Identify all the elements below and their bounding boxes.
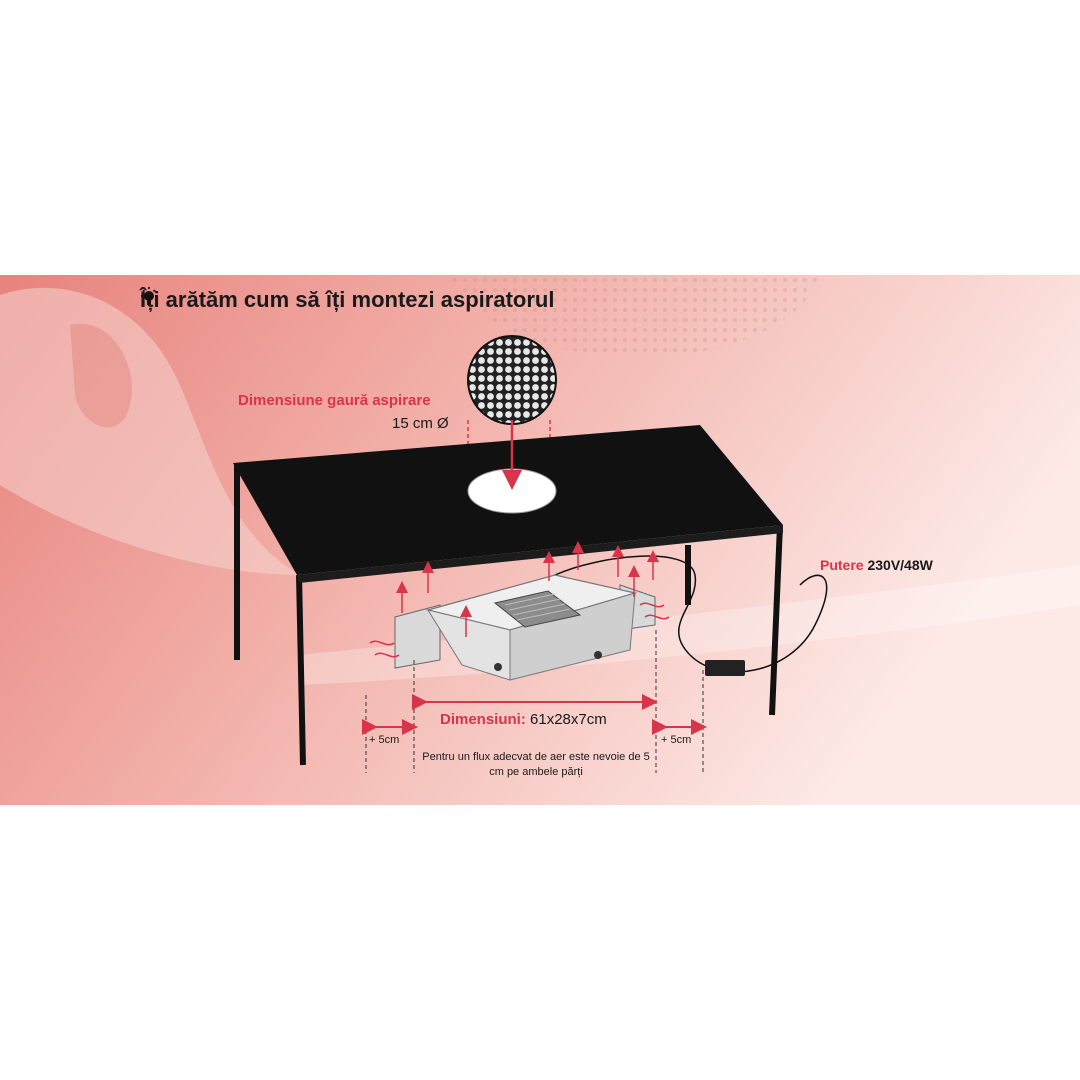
- dimensions-value: 61x28x7cm: [530, 711, 607, 728]
- dimensions-label: Dimensiuni:: [440, 711, 526, 728]
- hole-size-value: 15 cm Ø: [392, 415, 449, 432]
- lightbulb-icon: [141, 287, 157, 305]
- table-edge: [297, 525, 783, 583]
- title-text: Îți arătăm cum să îți montezi aspiratoru…: [140, 287, 555, 312]
- clearance-left: + 5cm: [369, 734, 400, 746]
- hole-size-label: Dimensiune gaură aspirare: [238, 392, 431, 409]
- page-title: Îți arătăm cum să îți montezi aspiratoru…: [140, 287, 554, 313]
- airflow-note: Pentru un flux adecvat de aer este nevoi…: [422, 751, 650, 778]
- power-value: 230V/48W: [867, 557, 933, 573]
- airflow-arrows: [369, 541, 670, 658]
- dimensions-spec: Dimensiuni: 61x28x7cm: [440, 711, 607, 728]
- power-cable: [554, 555, 828, 673]
- dimension-arrows: [362, 694, 707, 735]
- table-legs: [234, 465, 783, 766]
- power-spec: Putere 230V/48W: [820, 557, 933, 573]
- installation-diagram: [0, 275, 1080, 805]
- filter-mesh-icon: [467, 335, 557, 425]
- power-label: Putere: [820, 557, 864, 573]
- power-adapter: [705, 660, 745, 676]
- installation-banner: Îți arătăm cum să îți montezi aspiratoru…: [0, 275, 1080, 805]
- suction-unit: [394, 574, 656, 681]
- clearance-right: + 5cm: [661, 734, 692, 746]
